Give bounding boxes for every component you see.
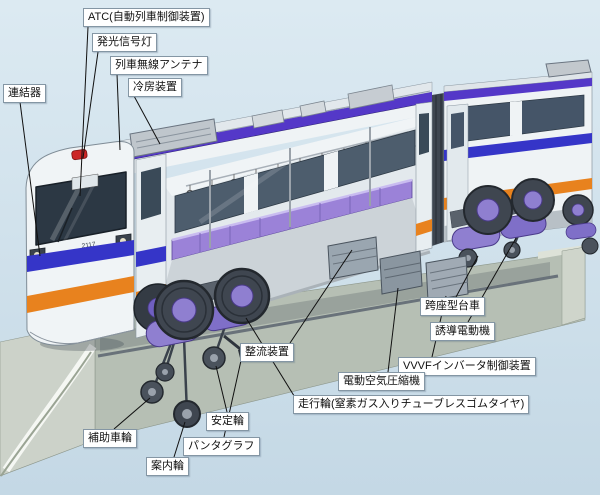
label-air-compressor: 電動空気圧縮機 [338, 372, 425, 392]
leader-ac-unit [133, 95, 161, 145]
cab-front: 2117 [25, 141, 135, 351]
label-radio-antenna: 列車無線アンテナ [110, 56, 208, 76]
label-straddle-bogie: 跨座型台車 [420, 297, 485, 317]
signal-beacon [71, 149, 88, 161]
label-guide-wheel: 案内輪 [146, 457, 189, 477]
beam-end-cap [561, 246, 586, 326]
leader-rectifier [289, 249, 353, 344]
front-blue-stripe [27, 240, 134, 272]
label-pantograph: パンタグラフ [183, 437, 260, 457]
underfloor-equipment [327, 236, 469, 302]
leader-signal-lamp [82, 51, 99, 159]
front-bogie [133, 267, 271, 428]
cutaway-car [99, 81, 469, 339]
destination-sign [71, 173, 99, 191]
leader-atc [79, 26, 89, 197]
rear-car-bogie [562, 194, 599, 255]
leader-guide-wheel [173, 421, 186, 458]
leader-air-compressor [387, 287, 399, 373]
leader-auxiliary-wheel [113, 397, 151, 430]
stanchion-poles [209, 127, 371, 248]
label-signal-lamp: 発光信号灯 [92, 33, 157, 53]
rear-car-ac-unit [545, 59, 592, 78]
roof-box [347, 84, 395, 110]
roof-box [299, 100, 327, 118]
label-ac-unit: 冷房装置 [128, 78, 182, 98]
label-running-wheel: 走行輪(窒素ガス入りチューブレスゴムタイヤ) [293, 395, 530, 415]
label-auxiliary-wheel: 補助車輪 [83, 429, 137, 449]
label-rectifier: 整流装置 [240, 343, 294, 363]
leader-radio-antenna [116, 73, 121, 151]
front-orange-stripe [27, 276, 134, 313]
label-coupler: 連結器 [3, 84, 46, 104]
rectifier-box [327, 236, 379, 280]
label-stabilizing-wheel: 安定輪 [206, 412, 249, 432]
air-compressor-box [379, 250, 423, 295]
label-induction-motor: 誘導電動機 [430, 322, 495, 342]
wiper [57, 207, 73, 243]
roof-box [251, 109, 285, 129]
car-number: 2117 [81, 241, 96, 250]
leader-stabilizing-wheel [215, 365, 228, 413]
vvvf-box [425, 255, 469, 302]
leader-coupler [19, 101, 41, 257]
label-atc: ATC(自動列車制御装置) [83, 8, 210, 28]
leader-straddle-bogie [455, 255, 479, 298]
label-vvvf-inverter: VVVFインバータ制御装置 [398, 357, 536, 377]
